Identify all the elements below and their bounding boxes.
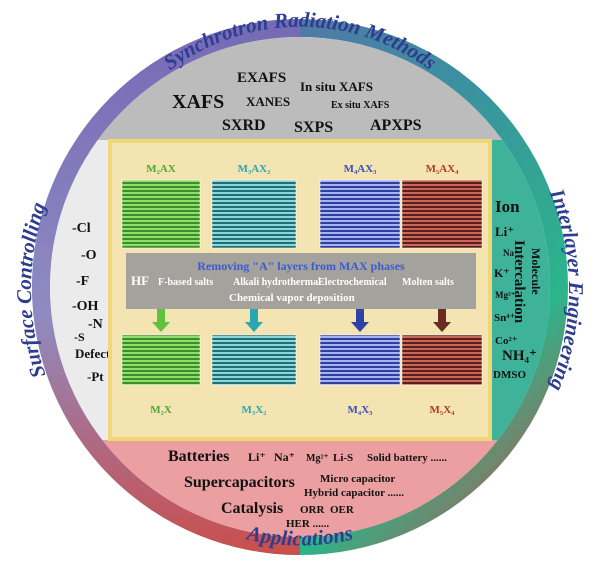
method-exsitu-xafs: Ex situ XAFS (331, 100, 390, 111)
etching-arrow-head (351, 322, 369, 332)
etching-arrow-head (152, 322, 170, 332)
app-oer: OER (330, 504, 355, 516)
surface-group: -N (88, 317, 103, 332)
app-solid-battery: Solid battery ...... (367, 452, 447, 464)
interlayer-sn: Sn⁴⁺ (494, 312, 516, 324)
etching-arrow-shaft (356, 309, 364, 323)
method-hf: HF (131, 273, 149, 288)
method-xafs: XAFS (172, 91, 224, 113)
max-crystals (121, 179, 483, 386)
app-her: HER ...... (286, 518, 329, 530)
interlayer-intercalation: Intercalation (511, 240, 527, 324)
surface-group: -OH (72, 299, 99, 314)
mxene-crystal (121, 334, 201, 386)
method-molten-salts: Molten salts (402, 277, 454, 288)
surface-group: -F (76, 274, 89, 289)
interlayer-nh4: NH₄⁺ (502, 348, 537, 364)
interlayer-k: K⁺ (494, 266, 510, 280)
mxene-label: M₃X₂ (242, 404, 268, 416)
banner-title: Removing "A" layers from MAX phases (197, 259, 405, 273)
method-xanes: XANES (246, 94, 290, 109)
etching-arrow-head (245, 322, 263, 332)
max-phase-crystal (121, 179, 201, 249)
method-fsalts: F-based salts (158, 277, 213, 288)
interlayer-na: Na⁺ (503, 248, 519, 258)
interlayer-ion: Ion (495, 197, 520, 216)
app-na: Na⁺ (274, 450, 295, 464)
interlayer-molecule: Molecule (529, 248, 543, 295)
max-labels: M₂AX M₂X M₃AX₂ M₃X₂ M₄AX₃ M₄X₃ M₅AX₄ M₅X₄ (146, 163, 459, 416)
app-batteries: Batteries (168, 448, 229, 465)
app-supercapacitors: Supercapacitors (184, 474, 295, 491)
app-lis: Li-S (333, 452, 353, 464)
mxene-label: M₂X (150, 404, 172, 416)
max-phase-crystal (319, 179, 401, 249)
surface-group: -S (74, 330, 85, 344)
etching-arrow-shaft (157, 309, 165, 323)
app-li: Li⁺ (248, 450, 266, 464)
applications-content: Batteries Li⁺ Na⁺ Mg²⁺ Li-S Solid batter… (168, 448, 447, 530)
method-electrochemical: Electrochemical (318, 277, 387, 288)
interlayer-mg: Mg²⁺ (495, 290, 516, 300)
method-sxps: SXPS (294, 119, 333, 136)
app-mg: Mg²⁺ (306, 453, 329, 464)
etching-arrow-shaft (438, 309, 446, 323)
interlayer-li: Li⁺ (495, 224, 514, 239)
etching-arrow-shaft (250, 309, 258, 323)
surface-group: -Cl (72, 221, 91, 236)
mxene-label: M₄X₃ (348, 404, 374, 416)
max-phase-label: M₃AX₂ (238, 163, 272, 175)
method-alkali: Alkali hydrothermal (233, 277, 321, 288)
etching-arrow-head (433, 322, 451, 332)
surface-group: -Pt (87, 369, 104, 384)
surface-group: Defect (75, 346, 111, 361)
interlayer-co: Co²⁺ (495, 335, 518, 347)
method-apxps: APXPS (370, 117, 422, 134)
max-phase-label: M₂AX (146, 163, 176, 175)
app-catalysis: Catalysis (221, 500, 283, 517)
mxene-crystal (401, 334, 483, 386)
mxene-label: M₅X₄ (430, 404, 456, 416)
etching-methods: HF F-based salts Alkali hydrothermal Ele… (131, 273, 454, 304)
max-phase-label: M₅AX₄ (426, 163, 460, 175)
etching-banner (126, 253, 476, 309)
synchrotron-methods: EXAFS In situ XAFS XAFS XANES Ex situ XA… (172, 70, 422, 136)
interlayer-dmso: DMSO (493, 369, 526, 381)
max-phase-crystal (211, 179, 297, 249)
interlayer-content: Ion Li⁺ Na⁺ K⁺ Mg²⁺ Sn⁴⁺ Co²⁺ NH₄⁺ DMSO … (493, 197, 543, 381)
etching-arrows (152, 309, 451, 332)
surface-group: -O (81, 248, 97, 263)
method-cvd: Chemical vapor deposition (229, 292, 355, 304)
mxene-crystal (211, 334, 297, 386)
method-exafs: EXAFS (237, 70, 286, 86)
app-hybrid-capacitor: Hybrid capacitor ...... (304, 487, 404, 499)
app-orr: ORR (300, 504, 326, 516)
max-phase-crystal (401, 179, 483, 249)
max-phase-label: M₄AX₃ (344, 163, 378, 175)
method-sxrd: SXRD (222, 117, 266, 134)
app-micro-capacitor: Micro capacitor (320, 473, 395, 485)
method-insitu-xafs: In situ XAFS (300, 79, 373, 94)
mxene-crystal (319, 334, 401, 386)
surface-groups: -Cl -O -F -OH -N -S Defect -Pt (72, 221, 111, 384)
